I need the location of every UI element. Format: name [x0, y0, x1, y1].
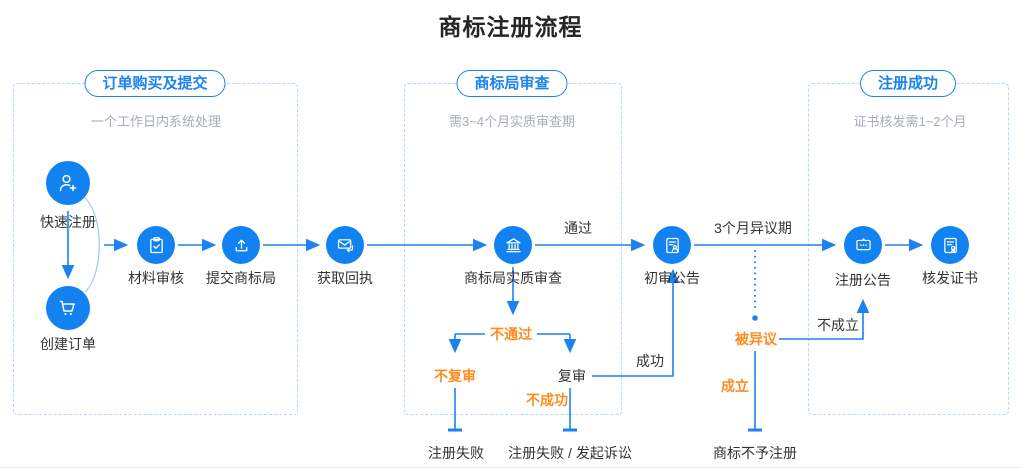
- edge-label-not-established: 不成立: [817, 317, 859, 333]
- edge-label-objection-period: 3个月异议期: [714, 220, 792, 236]
- user-plus-icon: [59, 174, 77, 192]
- node-label-substantive-review: 商标局实质审查: [464, 270, 562, 286]
- node-get-receipt: [326, 226, 364, 264]
- outcome-label-not-registered: 商标不予注册: [713, 445, 797, 461]
- objection-dot: [752, 315, 758, 321]
- section-subtitle-order-submit: 一个工作日内系统处理: [90, 114, 222, 129]
- node-create-order: [46, 286, 90, 330]
- node-label-get-receipt: 获取回执: [317, 270, 373, 286]
- section-subtitle-office-review: 需3~4个月实质审查期: [448, 114, 576, 129]
- outcome-label-fail: 注册失败: [428, 445, 484, 461]
- section-pill-registered: 注册成功: [859, 70, 957, 97]
- node-submit-office: [222, 226, 260, 264]
- node-label-quick-register: 快速注册: [40, 214, 96, 230]
- edge-label-not-pass: 不通过: [485, 324, 537, 344]
- node-substantive-review: [494, 226, 532, 264]
- upload-icon: [235, 239, 247, 251]
- bank-icon: [505, 237, 521, 252]
- edge-label-success: 成功: [636, 353, 664, 369]
- node-material-review: [137, 226, 175, 264]
- edge-review-success: [592, 268, 680, 377]
- edge-label-review: 复审: [558, 368, 586, 384]
- edge-objection-not-established: [779, 298, 870, 340]
- section-subtitle-registered: 证书核发需1~2个月: [853, 114, 967, 129]
- node-label-registration-announcement: 注册公告: [835, 272, 891, 288]
- outcome-label-fail-or-lawsuit: 注册失败 / 发起诉讼: [508, 445, 632, 461]
- section-pill-order-submit: 订单购买及提交: [84, 70, 226, 97]
- node-label-material-review: 材料审核: [128, 270, 184, 286]
- node-quick-register: [46, 161, 90, 205]
- mail-receipt-icon: [337, 238, 353, 252]
- document-user-icon: [665, 237, 679, 253]
- edge-label-established: 成立: [721, 378, 749, 394]
- certificate-icon: [943, 237, 957, 253]
- plaque-icon: [855, 237, 871, 250]
- node-registration-announcement: [844, 226, 882, 264]
- node-preliminary-announcement: [653, 226, 691, 264]
- cart-icon: [59, 300, 75, 316]
- section-pill-office-review: 商标局审查: [456, 70, 568, 97]
- node-issue-certificate: [931, 226, 969, 264]
- edge-label-objected: 被异议: [735, 331, 777, 347]
- edge-brace-arc: [84, 197, 100, 293]
- node-label-create-order: 创建订单: [40, 336, 96, 352]
- node-label-issue-certificate: 核发证书: [922, 270, 978, 286]
- edge-label-not-success: 不成功: [526, 392, 568, 408]
- edge-label-no-review: 不复审: [434, 368, 476, 384]
- page-title: 商标注册流程: [438, 14, 583, 40]
- clipboard-check-icon: [149, 236, 163, 253]
- node-label-submit-office: 提交商标局: [206, 270, 276, 286]
- edge-label-pass: 通过: [564, 220, 592, 236]
- node-label-preliminary-announcement: 初审公告: [644, 270, 700, 286]
